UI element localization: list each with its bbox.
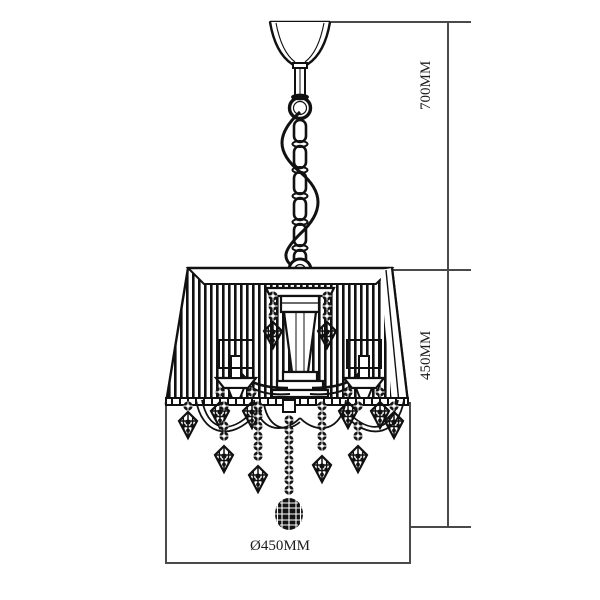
suspension-rod: [291, 67, 309, 101]
bead-strand: [383, 400, 405, 440]
candle-arm-left: [209, 339, 291, 430]
chain: [280, 110, 320, 270]
dimension-label-fixture-height: 450MM: [418, 330, 434, 380]
lower-crystal-strands: [177, 399, 405, 531]
bead-strand-center: [274, 399, 304, 531]
power-cable: [280, 110, 320, 268]
candle-arms: [209, 339, 391, 430]
upper-crystal-drops: [262, 290, 338, 350]
bead-strand: [177, 400, 199, 440]
ceiling-canopy: [268, 20, 332, 69]
bead-strand: [347, 400, 369, 474]
dimension-label-diameter: Ø450MM: [250, 538, 311, 554]
dimension-label-total-height: 700MM: [418, 60, 434, 110]
bead-strand: [311, 400, 333, 484]
candle-arm-right: [309, 339, 391, 430]
suspension-ring: [287, 95, 313, 121]
